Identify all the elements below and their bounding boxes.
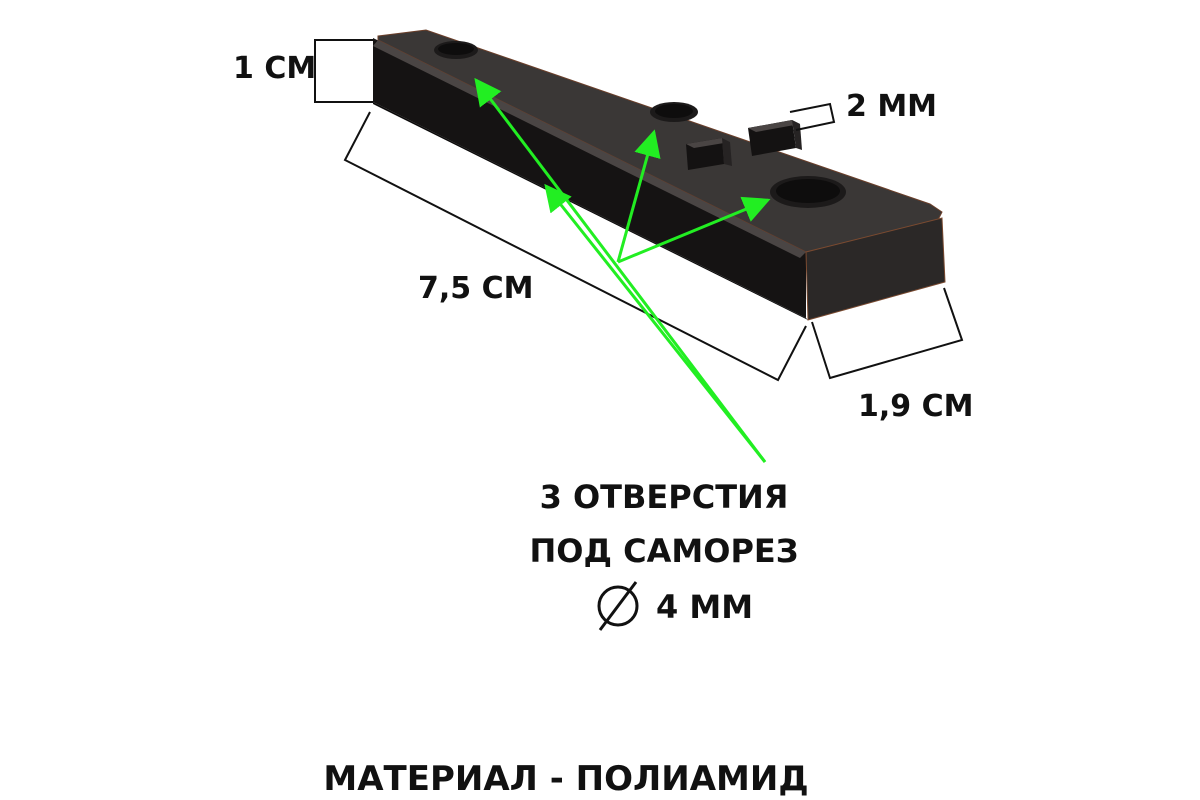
length-label: 7,5 СМ: [418, 271, 533, 306]
height-label: 1 СМ: [233, 51, 316, 86]
screw-hole-3: [770, 176, 846, 208]
height-dimension-line: [314, 39, 373, 103]
bar-front-lower: [373, 102, 808, 320]
tab-left: [686, 138, 732, 170]
tab-dimension-line: [789, 102, 836, 131]
arrow-to-hole-3: [617, 196, 771, 264]
width-label: 1,9 СМ: [858, 389, 973, 424]
tab-label: 2 ММ: [846, 89, 937, 124]
screw-hole-1: [434, 41, 478, 59]
arrow-to-hole-1: [474, 77, 767, 463]
arrow-to-hole-2: [616, 129, 661, 263]
hole-arrows: [474, 77, 771, 463]
material-label: МАТЕРИАЛ - ПОЛИАМИД: [323, 759, 808, 799]
tab-right: [748, 120, 802, 156]
screw-hole-2: [650, 102, 698, 122]
bar-end-face: [805, 217, 946, 321]
arrow-to-hole-1-secondary: [544, 183, 767, 463]
holes-note-line1: 3 ОТВЕРСТИЯ: [540, 478, 789, 516]
holes-diameter-label: 4 ММ: [656, 588, 753, 626]
bar-front-face: [373, 38, 806, 318]
width-dimension-line: [811, 287, 964, 380]
diameter-icon: [597, 581, 639, 631]
dimension-lines: [314, 39, 964, 382]
holes-note-line2: ПОД САМОРЕЗ: [530, 532, 799, 570]
length-dimension-line: [343, 111, 807, 382]
